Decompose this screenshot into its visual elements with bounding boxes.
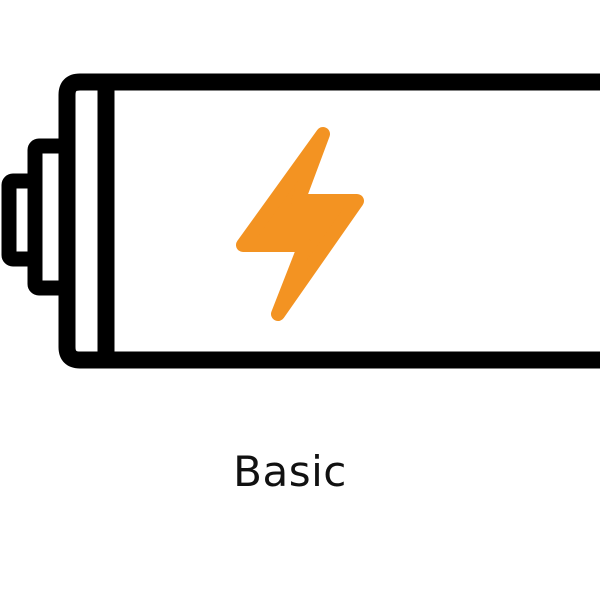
battery-terminal-inner	[1, 173, 43, 267]
lightning-bolt-icon	[236, 127, 364, 321]
caption-label: Basic	[233, 447, 347, 496]
